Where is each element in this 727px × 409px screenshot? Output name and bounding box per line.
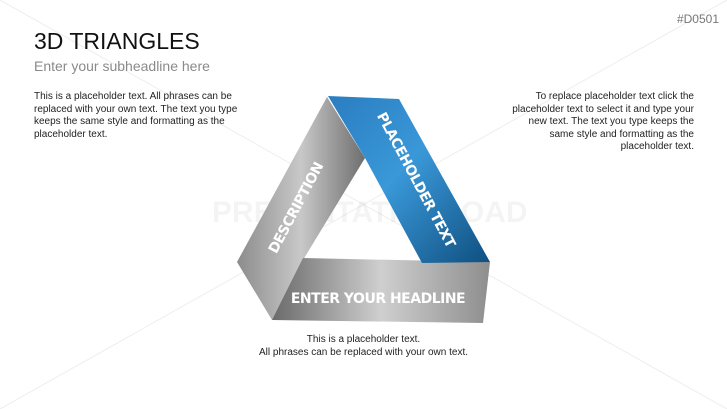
text-right: To replace placeholder text click the pl… bbox=[512, 91, 694, 152]
right-band[interactable] bbox=[328, 96, 490, 263]
bottom-band[interactable] bbox=[272, 258, 490, 323]
left-band[interactable] bbox=[237, 97, 365, 320]
text-left: This is a placeholder text. All phrases … bbox=[34, 91, 238, 140]
page-title: 3D TRIANGLES bbox=[34, 28, 200, 54]
text-bottom: This is a placeholder text. All phrases … bbox=[200, 334, 527, 359]
text-bottom-line2: All phrases can be replaced with your ow… bbox=[259, 346, 468, 358]
subheadline: Enter your subheadline here bbox=[34, 58, 210, 74]
text-bottom-line1: This is a placeholder text. bbox=[306, 334, 421, 345]
slide-code: #D0501 bbox=[676, 12, 719, 26]
bottom-band-label: ENTER YOUR HEADLINE bbox=[291, 291, 465, 307]
